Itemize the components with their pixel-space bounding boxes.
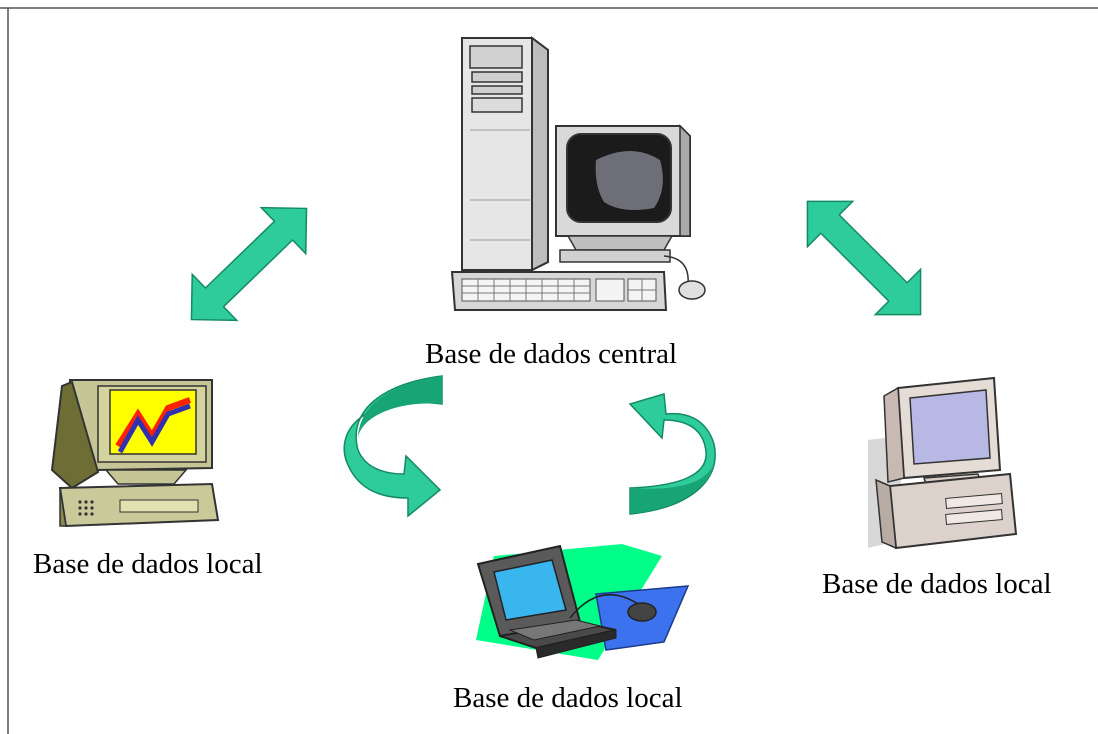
local-database-label-right: Base de dados local	[822, 568, 1052, 600]
laptop-icon	[476, 544, 690, 660]
sync-arrow-right-icon	[628, 393, 716, 515]
local-database-label-bottom: Base de dados local	[453, 682, 683, 714]
sync-arrow-left-icon	[343, 375, 443, 518]
central-database-label: Base de dados central	[425, 338, 678, 370]
local-database-label-left: Base de dados local	[33, 548, 263, 580]
desktop-computer-icon	[868, 376, 1018, 550]
double-arrow-left-icon	[190, 206, 308, 322]
double-arrow-right-icon	[806, 200, 922, 316]
server-tower-icon	[450, 36, 706, 311]
desktop-computer-chart-icon	[50, 379, 220, 528]
